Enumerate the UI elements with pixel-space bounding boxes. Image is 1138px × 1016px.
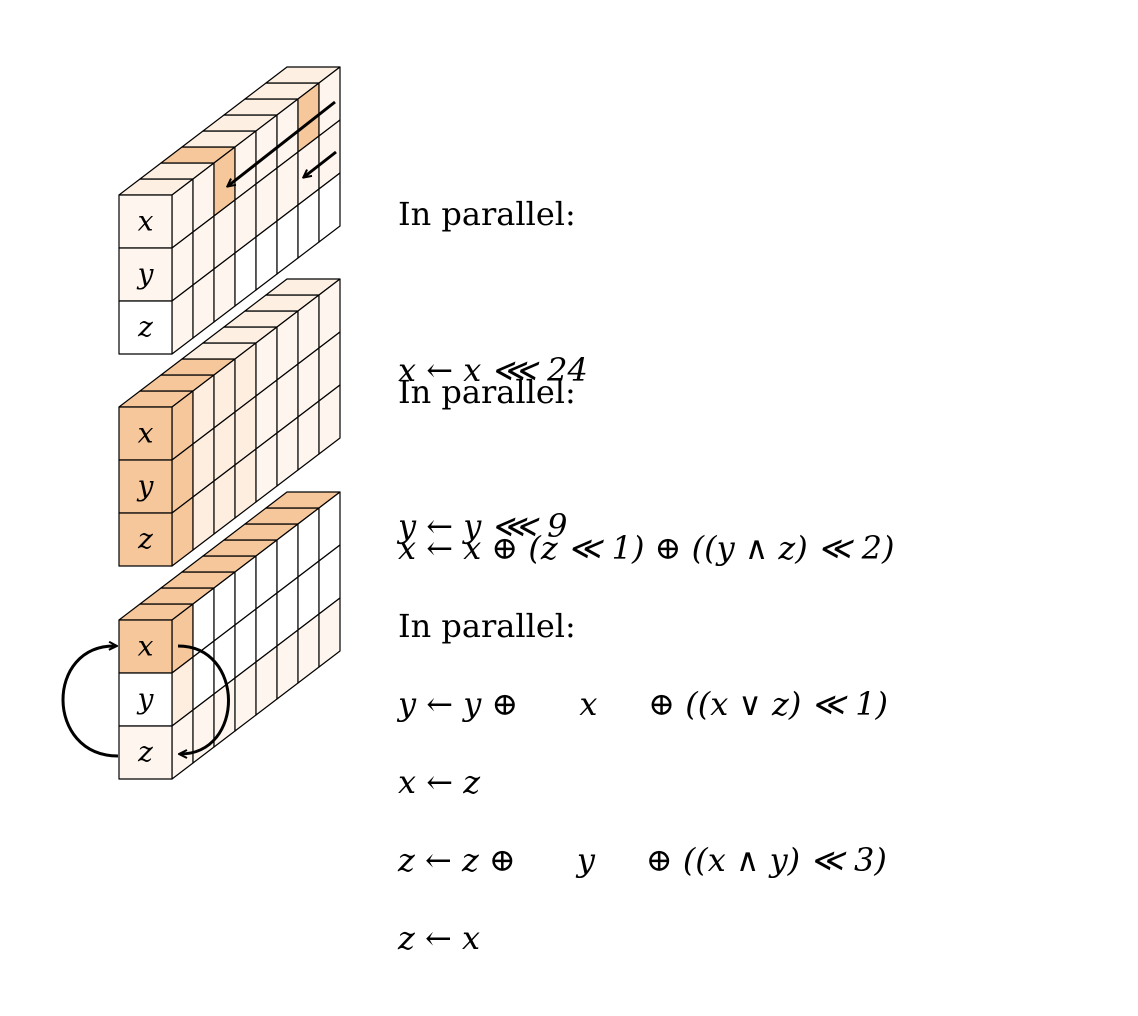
row-label-z: z bbox=[137, 311, 153, 344]
stage-1-eq-y: y ← y ⋘ 9 bbox=[398, 507, 568, 545]
stage-1-state-block: xyz bbox=[118, 66, 341, 355]
rotate-arrow-short bbox=[304, 150, 337, 177]
front-cell-z bbox=[118, 725, 173, 780]
swap-arrow-x-to-z bbox=[178, 644, 230, 754]
row-label-z: z bbox=[137, 523, 153, 556]
spongent-permutation-diagram: xyz xyz xyz bbox=[61, 66, 341, 780]
front-cell-z bbox=[118, 512, 173, 567]
row-label-y: y bbox=[136, 258, 155, 291]
stage-3-eq-x: x ← z bbox=[398, 763, 481, 801]
stage-3-eq-z: z ← x bbox=[398, 919, 481, 957]
stage-2-eq-y: y ← y ⊕ x ⊕ ((x ∨ z) ≪ 1) bbox=[398, 685, 889, 723]
row-label-z: z bbox=[137, 736, 153, 769]
side-cell bbox=[318, 597, 341, 668]
stage-1-heading: In parallel: bbox=[398, 195, 576, 233]
side-cell bbox=[318, 172, 341, 243]
row-label-y: y bbox=[136, 683, 155, 716]
front-cell-z bbox=[118, 300, 173, 355]
row-label-y: y bbox=[136, 470, 155, 503]
stage-2-state-block: xyz bbox=[118, 278, 341, 567]
stage-2-heading: In parallel: bbox=[398, 373, 576, 411]
stage-2-eq-x: x ← x ⊕ (z ≪ 1) ⊕ ((y ∧ z) ≪ 2) bbox=[398, 529, 895, 567]
stage-1-description: In parallel: x ← x ⋘ 24 y ← y ⋘ 9 bbox=[398, 84, 588, 604]
rotate-arrow-long bbox=[228, 100, 336, 186]
row-label-x: x bbox=[138, 205, 154, 238]
row-label-x: x bbox=[138, 630, 154, 663]
row-label-x: x bbox=[138, 417, 154, 450]
stage-3-description: In parallel: x ← z z ← x bbox=[398, 496, 576, 1016]
swap-arrow-z-to-x bbox=[61, 646, 118, 758]
stage-3-heading: In parallel: bbox=[398, 607, 576, 645]
stage-3-state-block: xyz bbox=[118, 491, 341, 780]
stage-1-eq-x: x ← x ⋘ 24 bbox=[398, 351, 588, 389]
side-cell bbox=[318, 384, 341, 455]
